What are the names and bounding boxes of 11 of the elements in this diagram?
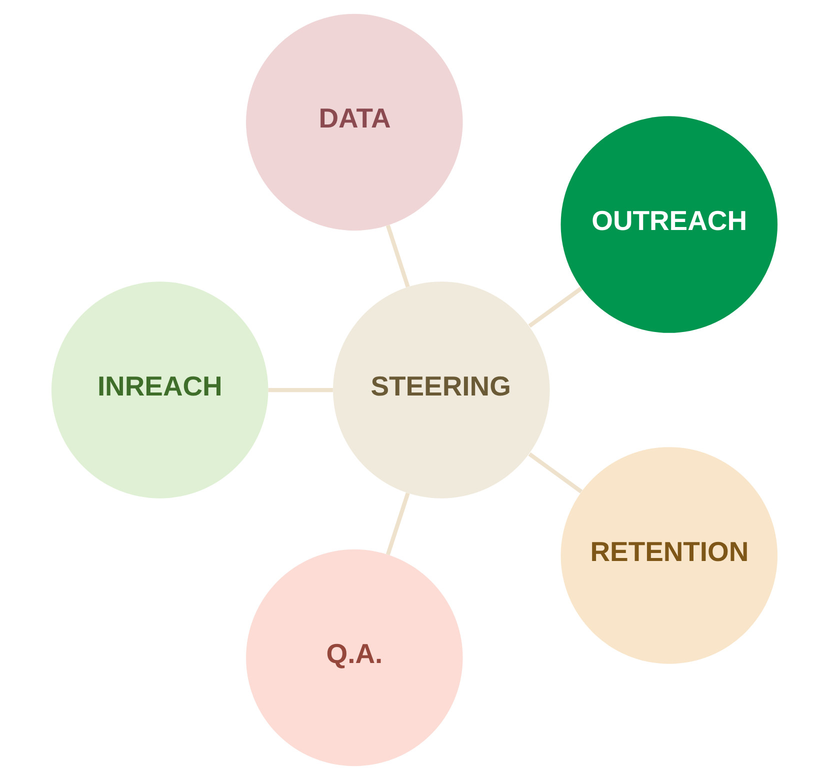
node-circle: STEERING — [333, 282, 550, 498]
connector — [528, 286, 583, 328]
connector — [386, 492, 410, 556]
node-circle: Q.A. — [246, 549, 463, 766]
node-circle: INREACH — [52, 282, 268, 498]
node-circle: OUTREACH — [560, 116, 778, 333]
connector — [386, 224, 410, 288]
connector — [268, 388, 333, 392]
node-circle: RETENTION — [560, 447, 778, 664]
connector — [528, 452, 583, 494]
node-circle: DATA — [246, 14, 463, 231]
